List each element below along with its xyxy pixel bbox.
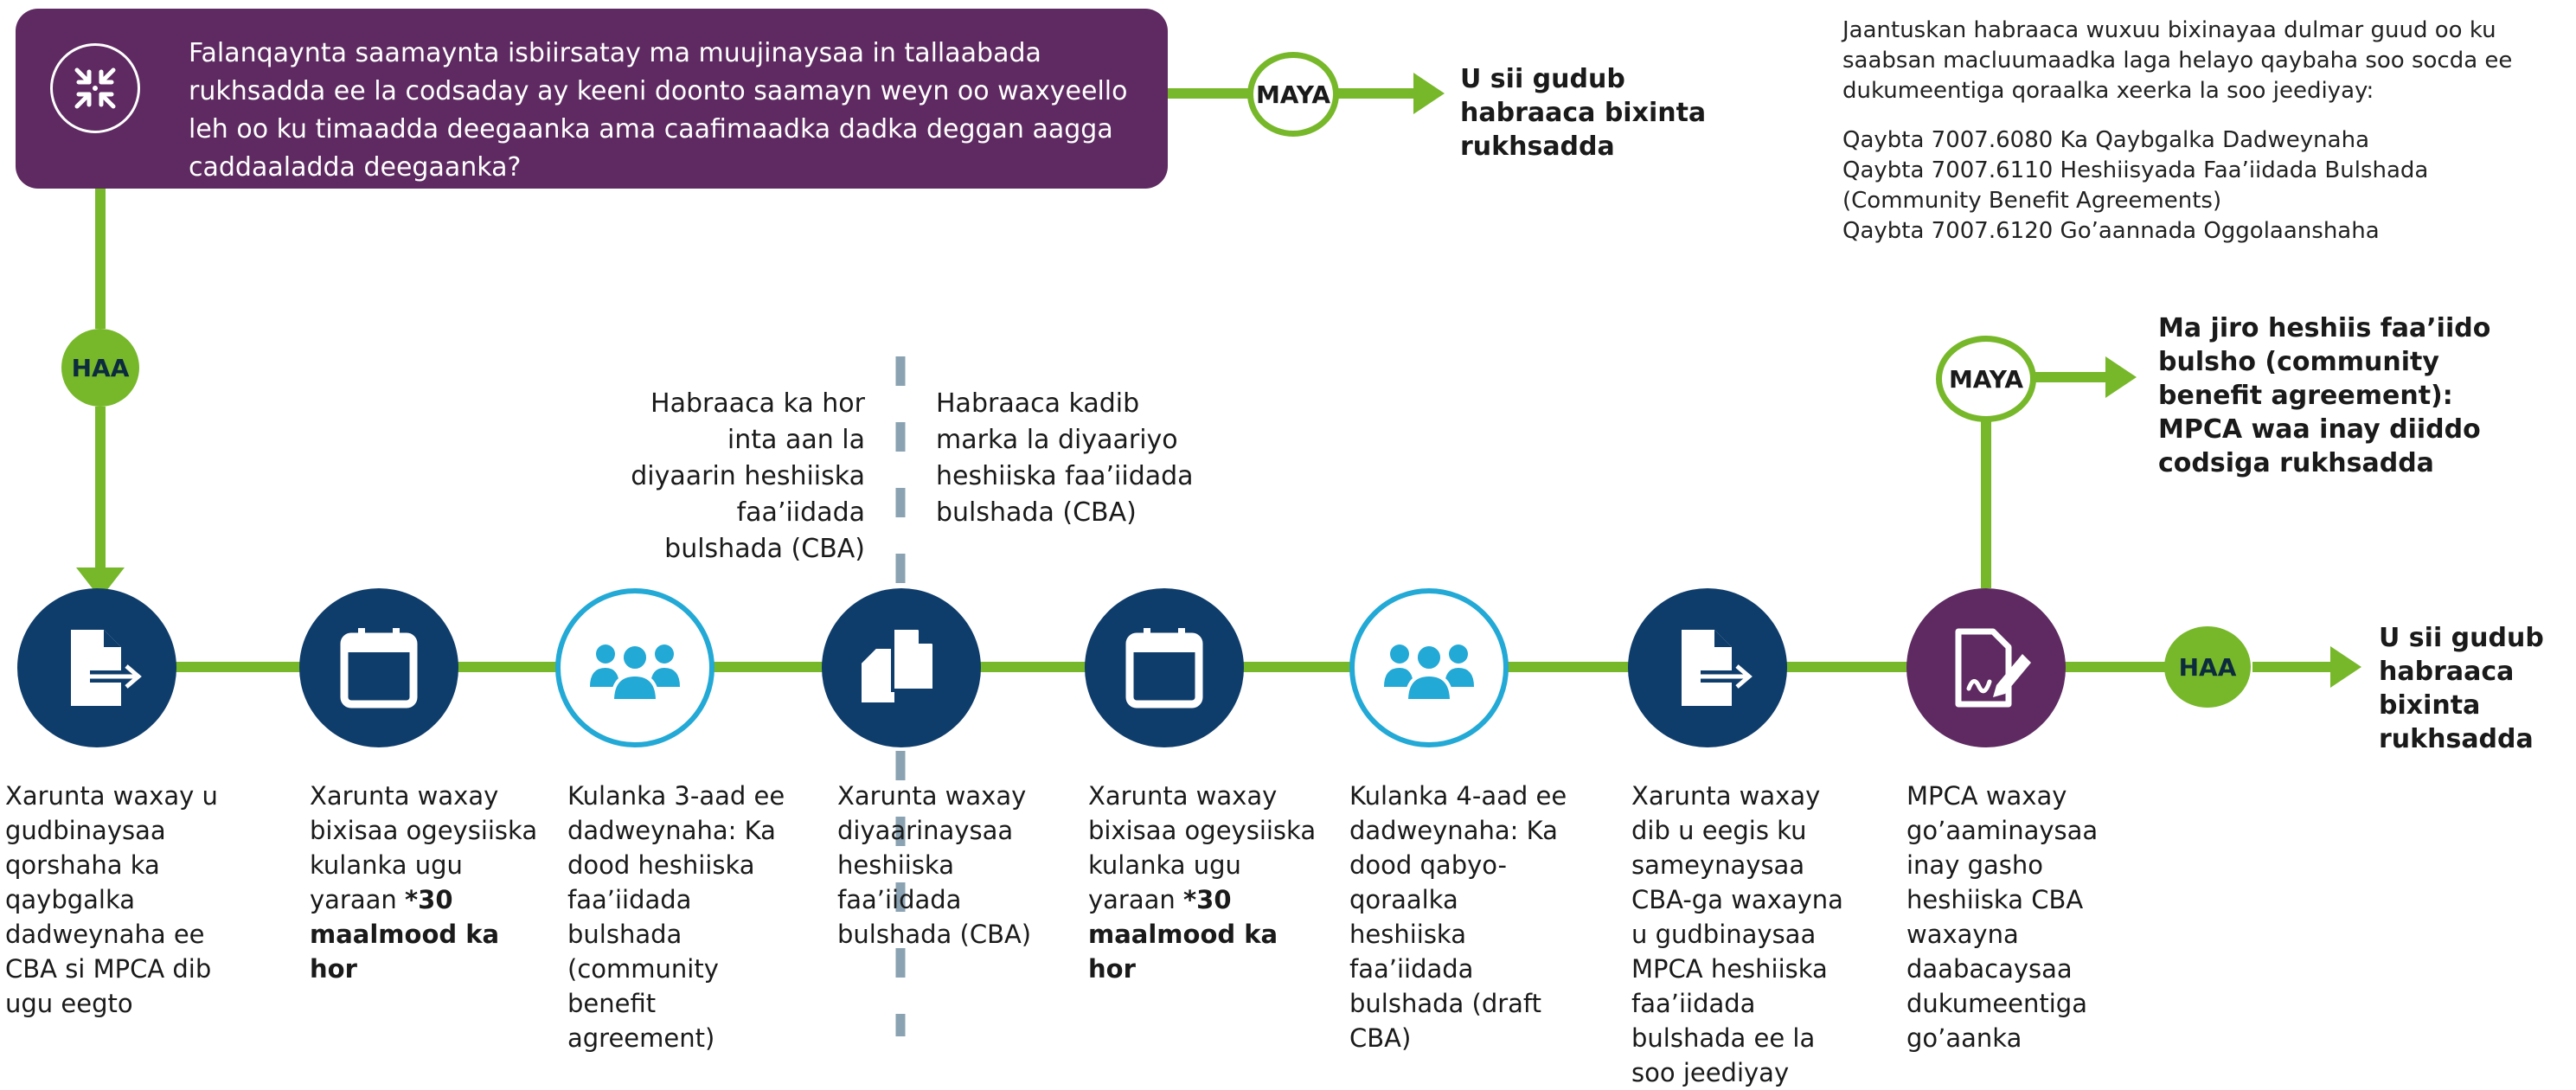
people-icon xyxy=(1384,643,1474,702)
step-6-circle xyxy=(1349,588,1509,747)
notes-ref: Qaybta 7007.6120 Go’aannada Oggolaanshah… xyxy=(1842,218,2380,244)
document-arrow-icon xyxy=(71,630,142,706)
document-arrow-icon xyxy=(1682,630,1753,706)
notes-block: Jaantuskan habraaca wuxuu bixinayaa dulm… xyxy=(1842,16,2552,247)
arrowhead-right xyxy=(2330,646,2361,688)
step-4-circle xyxy=(822,588,981,747)
proceed-outcome-text: U sii gudub habraaca bixinta rukhsadda xyxy=(2379,623,2544,754)
step-8-circle xyxy=(1906,588,2066,747)
step-5-circle xyxy=(1085,588,1244,747)
notes-ref: Qaybta 7007.6080 Ka Qaybgalka Dadweynaha xyxy=(1842,127,2370,153)
phase-after-label: Habraaca kadib marka la diyaariyo heshii… xyxy=(936,388,1194,528)
notes-ref: Qaybta 7007.6110 Heshiisyada Faa’iidada … xyxy=(1842,157,2429,214)
arrowhead-down xyxy=(76,567,125,599)
arrows-inward-icon xyxy=(50,43,140,133)
notes-intro: Jaantuskan habraaca wuxuu bixinayaa dulm… xyxy=(1842,17,2513,104)
step-2-circle xyxy=(299,588,458,747)
step-4-text: Xarunta waxay diyaarinaysaa heshiiska fa… xyxy=(837,781,1032,949)
step-1-circle xyxy=(17,588,176,747)
arrowhead-right xyxy=(2105,356,2137,398)
question-box: Falanqaynta saamaynta isbiirsatay ma muu… xyxy=(16,9,1168,189)
no-outcome-text: U sii gudub habraaca bixinta rukhsadda xyxy=(1460,64,1707,162)
step-1-text: Xarunta waxay u gudbinaysaa qorshaha ka … xyxy=(5,781,218,1018)
yes-decision-badge: HAA xyxy=(61,329,139,407)
phase-before-label: Habraaca ka hor inta aan la diyaarin hes… xyxy=(631,388,865,564)
step-3-circle xyxy=(555,588,714,747)
step-7-circle xyxy=(1628,588,1787,747)
step-3-text: Kulanka 3-aad ee dadweynaha: Ka dood hes… xyxy=(567,781,785,1053)
question-text: Falanqaynta saamaynta isbiirsatay ma muu… xyxy=(189,38,1128,183)
documents-copy-icon xyxy=(858,626,936,706)
calendar-icon xyxy=(340,628,418,708)
step-6-text: Kulanka 4-aad ee dadweynaha: Ka dood qab… xyxy=(1349,781,1567,1053)
calendar-icon xyxy=(1125,628,1203,708)
final-yes-badge: HAA xyxy=(2164,626,2251,708)
step-8-text: MPCA waxay go’aaminaysaa inay gasho hesh… xyxy=(1906,781,2099,1053)
document-signature-icon xyxy=(1955,628,2031,708)
reject-outcome-text: Ma jiro heshiis faa’iido bulsho (communi… xyxy=(2158,313,2491,478)
step-2-text: Xarunta waxay bixisaa ogeysiiska kulanka… xyxy=(310,781,538,984)
final-no-badge: MAYA xyxy=(1936,336,2036,422)
step-7-text: Xarunta waxay dib u eegis ku sameynaysaa… xyxy=(1631,781,1843,1087)
no-decision-badge: MAYA xyxy=(1247,52,1339,137)
people-icon xyxy=(590,643,680,702)
arrowhead-right xyxy=(1413,73,1445,114)
step-5-text: Xarunta waxay bixisaa ogeysiiska kulanka… xyxy=(1088,781,1317,984)
